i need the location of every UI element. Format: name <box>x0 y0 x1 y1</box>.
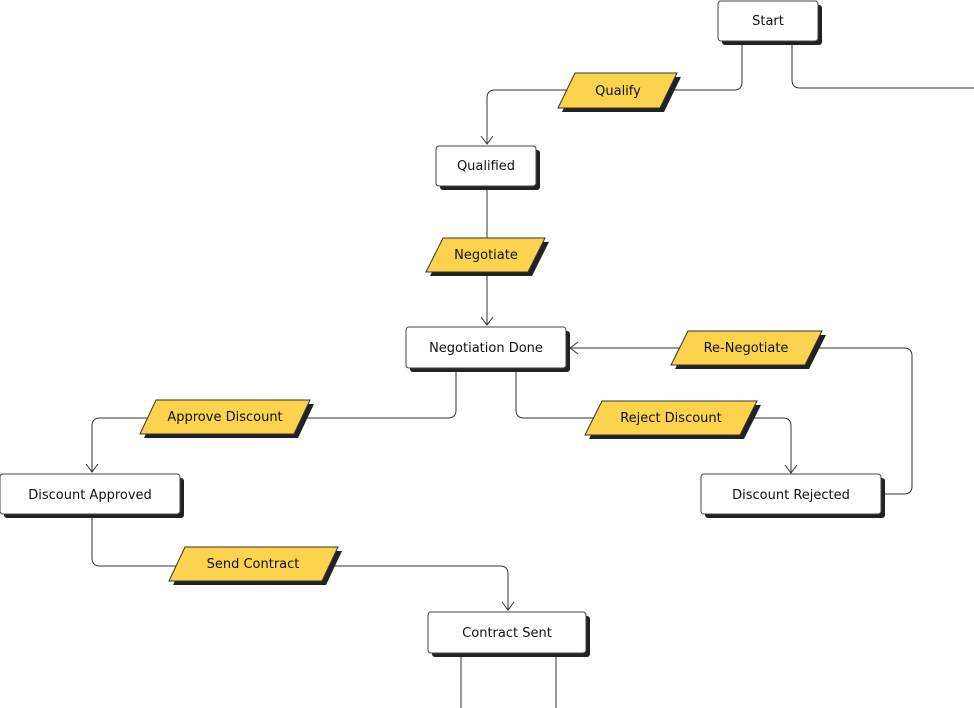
transition-send-contract[interactable]: Send Contract <box>168 546 342 585</box>
arrowhead-contract-sent <box>501 601 515 611</box>
edge-discount-rejected-to-negotiation-done <box>570 347 913 495</box>
arrowhead-discount-rejected <box>784 464 798 474</box>
edge-start-to-offpage <box>791 44 974 89</box>
state-contract-sent-label: Contract Sent <box>462 626 552 641</box>
state-discount-rejected[interactable]: Discount Rejected <box>700 473 885 518</box>
arrowhead-qualified <box>480 135 494 145</box>
transition-send-contract-label: Send Contract <box>207 557 300 572</box>
state-contract-sent[interactable]: Contract Sent <box>427 611 590 657</box>
transition-qualify-label: Qualify <box>595 84 641 99</box>
state-start[interactable]: Start <box>717 0 822 45</box>
transition-approve-discount[interactable]: Approve Discount <box>139 399 314 438</box>
transition-negotiate[interactable]: Negotiate <box>425 237 549 276</box>
transition-reject-discount-label: Reject Discount <box>620 411 722 426</box>
transition-approve-discount-label: Approve Discount <box>167 410 282 425</box>
edges <box>85 44 974 708</box>
state-negotiation-done-label: Negotiation Done <box>429 341 543 356</box>
arrowhead-negotiation-done-top <box>480 316 494 326</box>
transition-negotiate-label: Negotiate <box>454 248 518 263</box>
state-discount-rejected-label: Discount Rejected <box>732 488 850 503</box>
transition-reject-discount[interactable]: Reject Discount <box>584 400 761 439</box>
state-qualified-label: Qualified <box>457 159 515 174</box>
state-start-label: Start <box>752 14 784 29</box>
state-negotiation-done[interactable]: Negotiation Done <box>405 326 570 372</box>
arrowhead-discount-approved <box>85 463 99 473</box>
state-discount-approved-label: Discount Approved <box>28 488 152 503</box>
state-qualified[interactable]: Qualified <box>435 145 540 190</box>
transition-qualify[interactable]: Qualify <box>557 72 681 112</box>
state-discount-approved[interactable]: Discount Approved <box>0 473 184 518</box>
transition-re-negotiate-label: Re-Negotiate <box>704 341 789 356</box>
transition-re-negotiate[interactable]: Re-Negotiate <box>670 330 826 369</box>
